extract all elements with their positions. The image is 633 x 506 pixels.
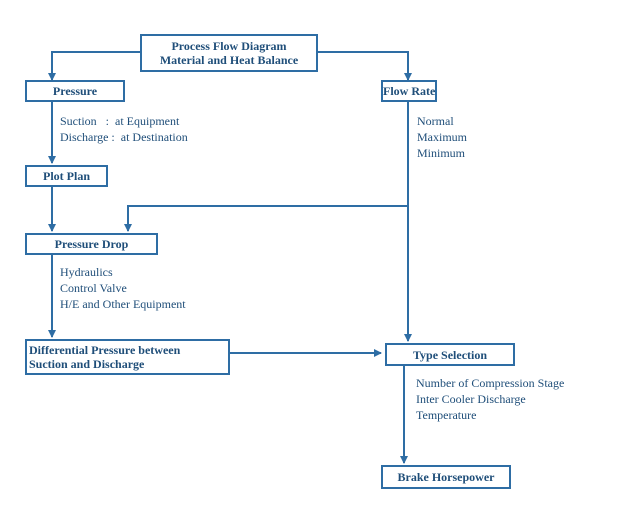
plot-plan-box: Plot Plan (25, 165, 108, 187)
flow-maximum: Maximum (417, 130, 467, 144)
inter-word: Inter (416, 392, 439, 406)
compression-stage-note: Number of Compression Stage (416, 376, 565, 390)
differential-pressure-line1: Differential Pressure between (29, 343, 181, 357)
process-flow-diagram-box: Process Flow Diagram Material and Heat B… (140, 34, 318, 72)
cooler-word: Cooler (441, 392, 475, 406)
plot-plan-label: Plot Plan (43, 169, 90, 183)
pressure-notes: Suction : at Equipment Discharge : at De… (60, 113, 188, 145)
brake-horsepower-label: Brake Horsepower (397, 470, 495, 484)
differential-pressure-box: Differential Pressure between Suction an… (25, 339, 230, 375)
differential-pressure-line2: Suction and Discharge (29, 357, 145, 371)
connector-flowrate-to-pressuredrop (124, 205, 408, 232)
process-flow-diagram-title: Process Flow Diagram (171, 39, 287, 53)
discharge-word: Discharge (477, 392, 526, 406)
connector-process-to-flowrate (318, 51, 412, 81)
pressure-label: Pressure (52, 84, 98, 98)
flow-rate-notes: Normal Maximum Minimum (417, 113, 467, 161)
control-valve-note: Control Valve (60, 281, 127, 295)
material-heat-balance-title: Material and Heat Balance (159, 53, 299, 67)
inter-cooler-discharge-note: Inter Cooler Discharge (416, 391, 616, 407)
he-equipment-note: H/E and Other Equipment (60, 297, 186, 311)
type-selection-box: Type Selection (385, 343, 515, 366)
pressure-drop-label: Pressure Drop (54, 237, 129, 251)
flow-rate-box: Flow Rate (381, 80, 437, 102)
pressure-drop-box: Pressure Drop (25, 233, 158, 255)
flow-minimum: Minimum (417, 146, 466, 160)
flow-normal: Normal (417, 114, 454, 128)
temperature-note: Temperature (416, 408, 477, 422)
flow-rate-label: Flow Rate (383, 84, 436, 98)
pressure-drop-notes: Hydraulics Control Valve H/E and Other E… (60, 264, 186, 312)
hydraulics-note: Hydraulics (60, 265, 113, 279)
suction-note: Suction : at Equipment (60, 114, 180, 128)
type-selection-notes: Number of Compression Stage Inter Cooler… (416, 375, 616, 423)
pressure-box: Pressure (25, 80, 125, 102)
type-selection-label: Type Selection (412, 348, 488, 362)
connector-process-to-pressure (48, 51, 140, 81)
brake-horsepower-box: Brake Horsepower (381, 465, 511, 489)
discharge-note: Discharge : at Destination (60, 130, 188, 144)
